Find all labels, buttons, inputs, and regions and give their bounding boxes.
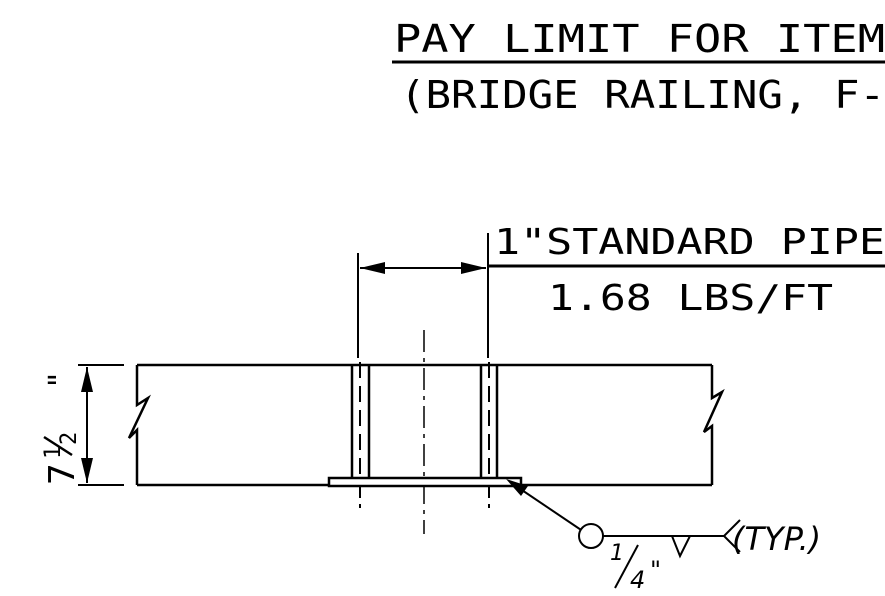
weld-size-num: 1 [610, 541, 624, 566]
pipe-label-line-1: 1"STANDARD PIPE [494, 222, 885, 263]
height-frac-bar [43, 435, 73, 457]
height-label: 7 1 2 " [41, 371, 83, 485]
arrowhead-right [461, 262, 486, 274]
pipe-label-line-2: 1.68 LBS/FT [548, 278, 833, 319]
weld-size-frac-bar [614, 544, 639, 589]
pipe-label: 1"STANDARD PIPE 1.68 LBS/FT [488, 222, 885, 319]
height-dimension [78, 364, 124, 486]
break-line-left [127, 365, 151, 485]
rail-section [127, 363, 725, 487]
weld-leader-arrowhead [506, 479, 528, 496]
weld-symbol: (TYP.) 1 4 " [506, 479, 821, 594]
arrowhead-left [360, 262, 385, 274]
break-line-right [702, 365, 725, 485]
weld-size-den: 4 [630, 566, 645, 594]
pipe-extension-lines [359, 486, 490, 508]
height-frac-num: 1 [41, 446, 66, 459]
title-block: PAY LIMIT FOR ITEM (BRIDGE RAILING, F- [392, 17, 885, 117]
fillet-weld-icon [670, 535, 692, 559]
arrowhead-bottom [81, 458, 93, 483]
weld-tail-icon [722, 519, 741, 553]
height-whole: 7 [42, 463, 83, 485]
title-line-2: (BRIDGE RAILING, F- [400, 73, 885, 117]
pipe-width-dimension [357, 233, 489, 358]
height-inch-mark: " [43, 371, 78, 389]
base-plate [327, 476, 523, 488]
height-frac-den: 2 [57, 432, 82, 445]
pipe-walls [350, 365, 499, 478]
weld-all-around-icon [578, 523, 604, 549]
weld-note: (TYP.) [732, 520, 821, 558]
arrowhead-top [81, 367, 93, 392]
weld-inch-mark: " [650, 556, 661, 584]
title-line-1: PAY LIMIT FOR ITEM [394, 17, 885, 61]
